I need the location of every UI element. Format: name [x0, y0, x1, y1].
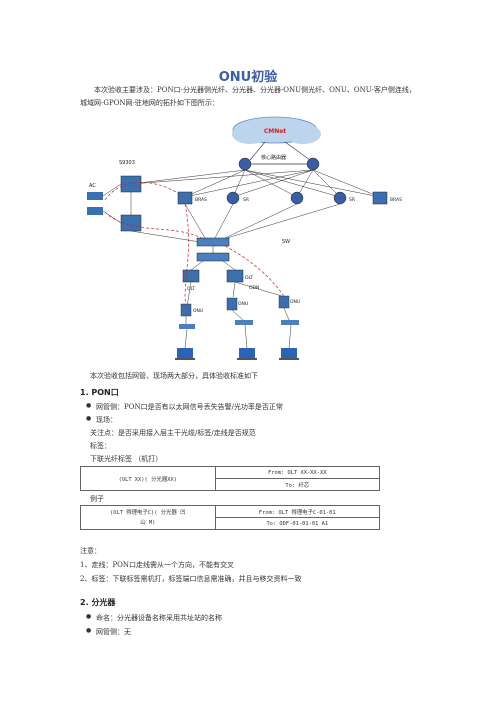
table2-to: To: ODF-01-01-01 A1: [214, 517, 381, 530]
table1-left: (OLT XX)( 分光器XX): [80, 466, 216, 491]
sr-right-label: SR: [349, 197, 355, 203]
olt-left-icon: [182, 269, 200, 283]
sw-label: SW: [282, 239, 290, 245]
down-label-text: 下联光纤标签 （机打）: [90, 455, 163, 463]
core-router-left-icon: [238, 157, 252, 171]
olt-left-label: OLT: [187, 286, 195, 292]
sw-bottom-icon: [196, 252, 230, 262]
table2-left-line1: (OLT 得理电子C)( 分光器 凹: [109, 509, 186, 516]
s9303-top-icon: [120, 175, 142, 193]
bras-right-label: BRAS: [390, 197, 402, 203]
example-text: 例子: [90, 495, 104, 503]
ac-label: AC: [89, 183, 96, 189]
bras-right-icon: [372, 191, 388, 205]
onu-mid-switch-icon: [235, 320, 253, 325]
onu-right-icon: [278, 295, 290, 309]
table2-left-line2: 山 M): [140, 519, 156, 526]
note-2: 2、标签：下联标签需机打，标签端口信息需准确，并且与移交资料一致: [80, 575, 302, 583]
sr-left-label: SR: [243, 197, 249, 203]
table1-from: From: OLT XX-XX-XX: [214, 466, 381, 479]
onu-mid-label: ONU: [238, 301, 248, 307]
core-label: 核心路由器: [261, 154, 286, 161]
focus-text: 关注点：是否采用接入层主干光缆/标签/走线是否规范: [90, 429, 256, 437]
note-1: 1、走线：PON口走线需从一个方向，不能有交叉: [80, 561, 235, 569]
traffic-path: [104, 182, 286, 309]
core-router-right-icon: [306, 157, 320, 171]
onu-left-label: ONU: [193, 308, 203, 314]
laptop-right-icon: [279, 348, 299, 360]
section1-heading: 1. PON口: [80, 388, 119, 397]
ac-top-icon: [87, 192, 103, 200]
label-table: (OLT XX)( 分光器XX) From: OLT XX-XX-XX To: …: [80, 466, 381, 491]
table2-from: From: OLT 得理电子C-01-01: [214, 505, 381, 518]
ac-bottom-icon: [87, 207, 103, 215]
section1-bullet-site: 现场：: [86, 415, 117, 425]
sr-right-icon: [333, 191, 347, 205]
onu-right-label: ONU: [290, 299, 300, 305]
section1-bullet-nms: 网管侧：PON口是否有以太网信号丢失告警/光功率是否正常: [86, 402, 283, 412]
acceptance-caption: 本次验收包括网管、现场两大部分，具体验收标准如下: [90, 372, 258, 380]
notes-heading: 注意：: [80, 547, 101, 555]
bras-left-icon: [177, 191, 193, 205]
section2-bullet-naming: 命名：分光器设备名称采用共址站的名称: [86, 613, 222, 623]
sw-top-icon: [196, 237, 230, 247]
onu-left-switch-icon: [179, 324, 195, 329]
doc-title: ONU初验: [218, 70, 278, 85]
sr-left-icon: [226, 191, 240, 205]
section2-bullet-nms: 网管侧：无: [86, 627, 131, 637]
sr-mid-icon: [290, 191, 304, 205]
olt-right-icon: [226, 269, 244, 283]
example-table: (OLT 得理电子C)( 分光器 凹 山 M) From: OLT 得理电子C-…: [80, 505, 381, 530]
onu-mid-icon: [226, 297, 238, 311]
table2-left: (OLT 得理电子C)( 分光器 凹 山 M): [80, 505, 216, 530]
cmnet-cloud: CMNet: [232, 116, 321, 144]
onu-right-switch-icon: [281, 320, 299, 325]
topology-diagram: CMNet 核心路由器 S9303 AC BRAS SR SR BRAS SW: [87, 116, 402, 360]
label-text: 标签：: [90, 442, 111, 450]
section2-heading: 2. 分光器: [80, 598, 116, 607]
s9303-bottom-icon: [120, 214, 142, 232]
olt-right-label: OLT: [245, 275, 253, 281]
laptop-left-icon: [175, 348, 195, 360]
s9303-label: S9303: [119, 160, 135, 166]
laptop-mid-icon: [237, 348, 257, 360]
intro-paragraph: 本次验收主要涉及：PON口-分光器侧光纤、分光器、分光器-ONU侧光纤、ONU、…: [80, 86, 416, 107]
cloud-label: CMNet: [264, 128, 286, 135]
bras-left-label: BRAS: [195, 197, 207, 203]
table1-to: To: 纤芯: [214, 478, 381, 491]
